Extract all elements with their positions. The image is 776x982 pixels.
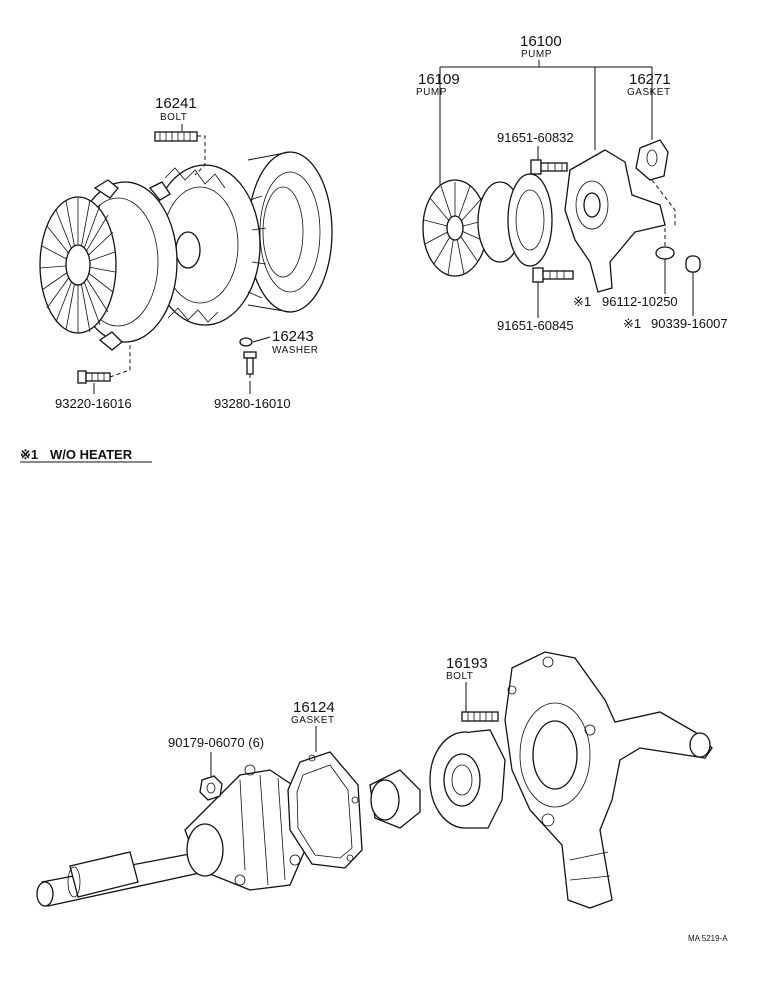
callout-16193: 16193	[446, 655, 488, 672]
washer-and-screw	[239, 337, 257, 382]
callout-16124: 16124	[293, 699, 335, 716]
callout-16100: 16100	[520, 33, 562, 50]
note-mark: ※1	[20, 447, 38, 462]
callout-16109-name: PUMP	[416, 87, 447, 98]
callout-16243-name: WASHER	[272, 345, 319, 356]
bolt-93220-16016	[77, 345, 131, 384]
nut-90179-06070	[199, 775, 223, 801]
water-pump-small	[422, 139, 701, 293]
impeller	[429, 729, 506, 829]
gasket-16124	[287, 751, 363, 869]
callout-16243: 16243	[272, 328, 314, 345]
plug-mark: ※1	[623, 316, 641, 331]
fan-clutch-assembly	[39, 151, 333, 351]
clamp-mark: ※1	[573, 294, 591, 309]
callout-93220-16016: 93220-16016	[55, 396, 132, 411]
note-without-heater: ※1 W/O HEATER	[20, 447, 152, 463]
stud-bolt-16241	[154, 131, 206, 176]
bolt-91651-60845	[532, 267, 574, 283]
drawing-code: MA 5219-A	[688, 934, 728, 943]
callout-93280-16010: 93280-16010	[214, 396, 291, 411]
seal	[369, 769, 421, 829]
callout-16271: 16271	[629, 71, 671, 88]
bolt-91651-60832	[530, 159, 568, 175]
callout-16271-name: GASKET	[627, 87, 671, 98]
bolt-16193	[461, 711, 499, 722]
callout-91651-60832: 91651-60832	[497, 130, 574, 145]
pump-body	[504, 651, 713, 909]
callout-91651-60845: 91651-60845	[497, 318, 574, 333]
callout-16100-name: PUMP	[521, 49, 552, 60]
pump-shaft-and-bearing	[36, 764, 306, 907]
callout-90179-06070: 90179-06070 (6)	[168, 735, 264, 750]
callout-90339-16007: 90339-16007	[651, 316, 728, 331]
callout-16241: 16241	[155, 95, 197, 112]
callout-16124-name: GASKET	[291, 715, 335, 726]
note-text: W/O HEATER	[50, 447, 133, 462]
callout-16109: 16109	[418, 71, 460, 88]
callout-16193-name: BOLT	[446, 671, 473, 682]
callout-96112-10250: 96112-10250	[602, 294, 678, 309]
callout-16241-name: BOLT	[160, 112, 187, 123]
